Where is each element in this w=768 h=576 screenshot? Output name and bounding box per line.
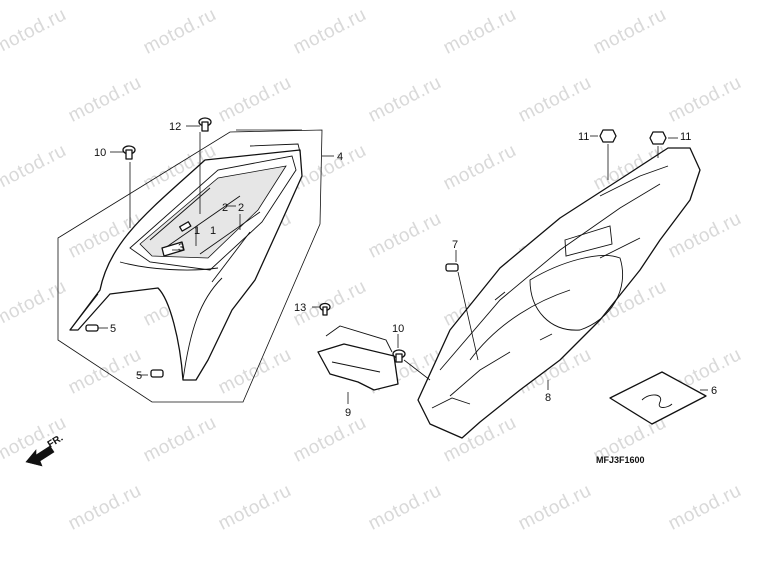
callout-7: 7 <box>452 239 458 251</box>
leader-lines <box>98 125 708 404</box>
callout-13: 13 <box>294 302 306 314</box>
callout-2-a: 2 <box>222 202 228 214</box>
front-arrow-icon <box>25 445 55 467</box>
callout-11-right: 11 <box>680 131 691 143</box>
callout-1-a: 1 <box>194 225 200 237</box>
seat-cowl[interactable] <box>69 143 303 381</box>
front-direction-arrow: FR. <box>25 433 65 467</box>
bolt-10-left[interactable] <box>122 145 136 160</box>
grommet-5-lower[interactable] <box>150 369 164 378</box>
callout-1-b: 1 <box>210 225 216 237</box>
nut-11-right[interactable] <box>649 131 667 145</box>
callout-10-left: 10 <box>94 147 106 159</box>
bolt-13[interactable] <box>319 302 331 316</box>
callout-9: 9 <box>345 407 351 419</box>
diagram-code: MFJ3F1600 <box>596 455 645 465</box>
grommet-5-upper[interactable] <box>85 324 99 332</box>
callout-10-right: 10 <box>392 323 404 335</box>
caution-label-6[interactable] <box>609 371 707 425</box>
bolt-12[interactable] <box>198 117 212 132</box>
seat-pad-3[interactable] <box>161 241 185 257</box>
callout-12: 12 <box>169 121 181 133</box>
seat-cowl-group-outline <box>57 129 323 403</box>
bracket-9[interactable] <box>317 325 399 391</box>
callout-5-upper: 5 <box>110 323 116 335</box>
seat-pad-1[interactable] <box>179 221 192 232</box>
callout-5-lower: 5 <box>136 370 142 382</box>
callout-11-left: 11 <box>578 131 589 143</box>
callout-3: 3 <box>178 242 184 254</box>
rear-fender[interactable] <box>417 147 701 439</box>
nut-11-left[interactable] <box>599 129 617 143</box>
callout-8: 8 <box>545 392 551 404</box>
bolt-10-right[interactable] <box>392 349 406 363</box>
clip-7[interactable] <box>445 263 459 272</box>
callout-4: 4 <box>337 151 343 163</box>
callout-6: 6 <box>711 385 717 397</box>
callout-2-b: 2 <box>238 202 244 214</box>
